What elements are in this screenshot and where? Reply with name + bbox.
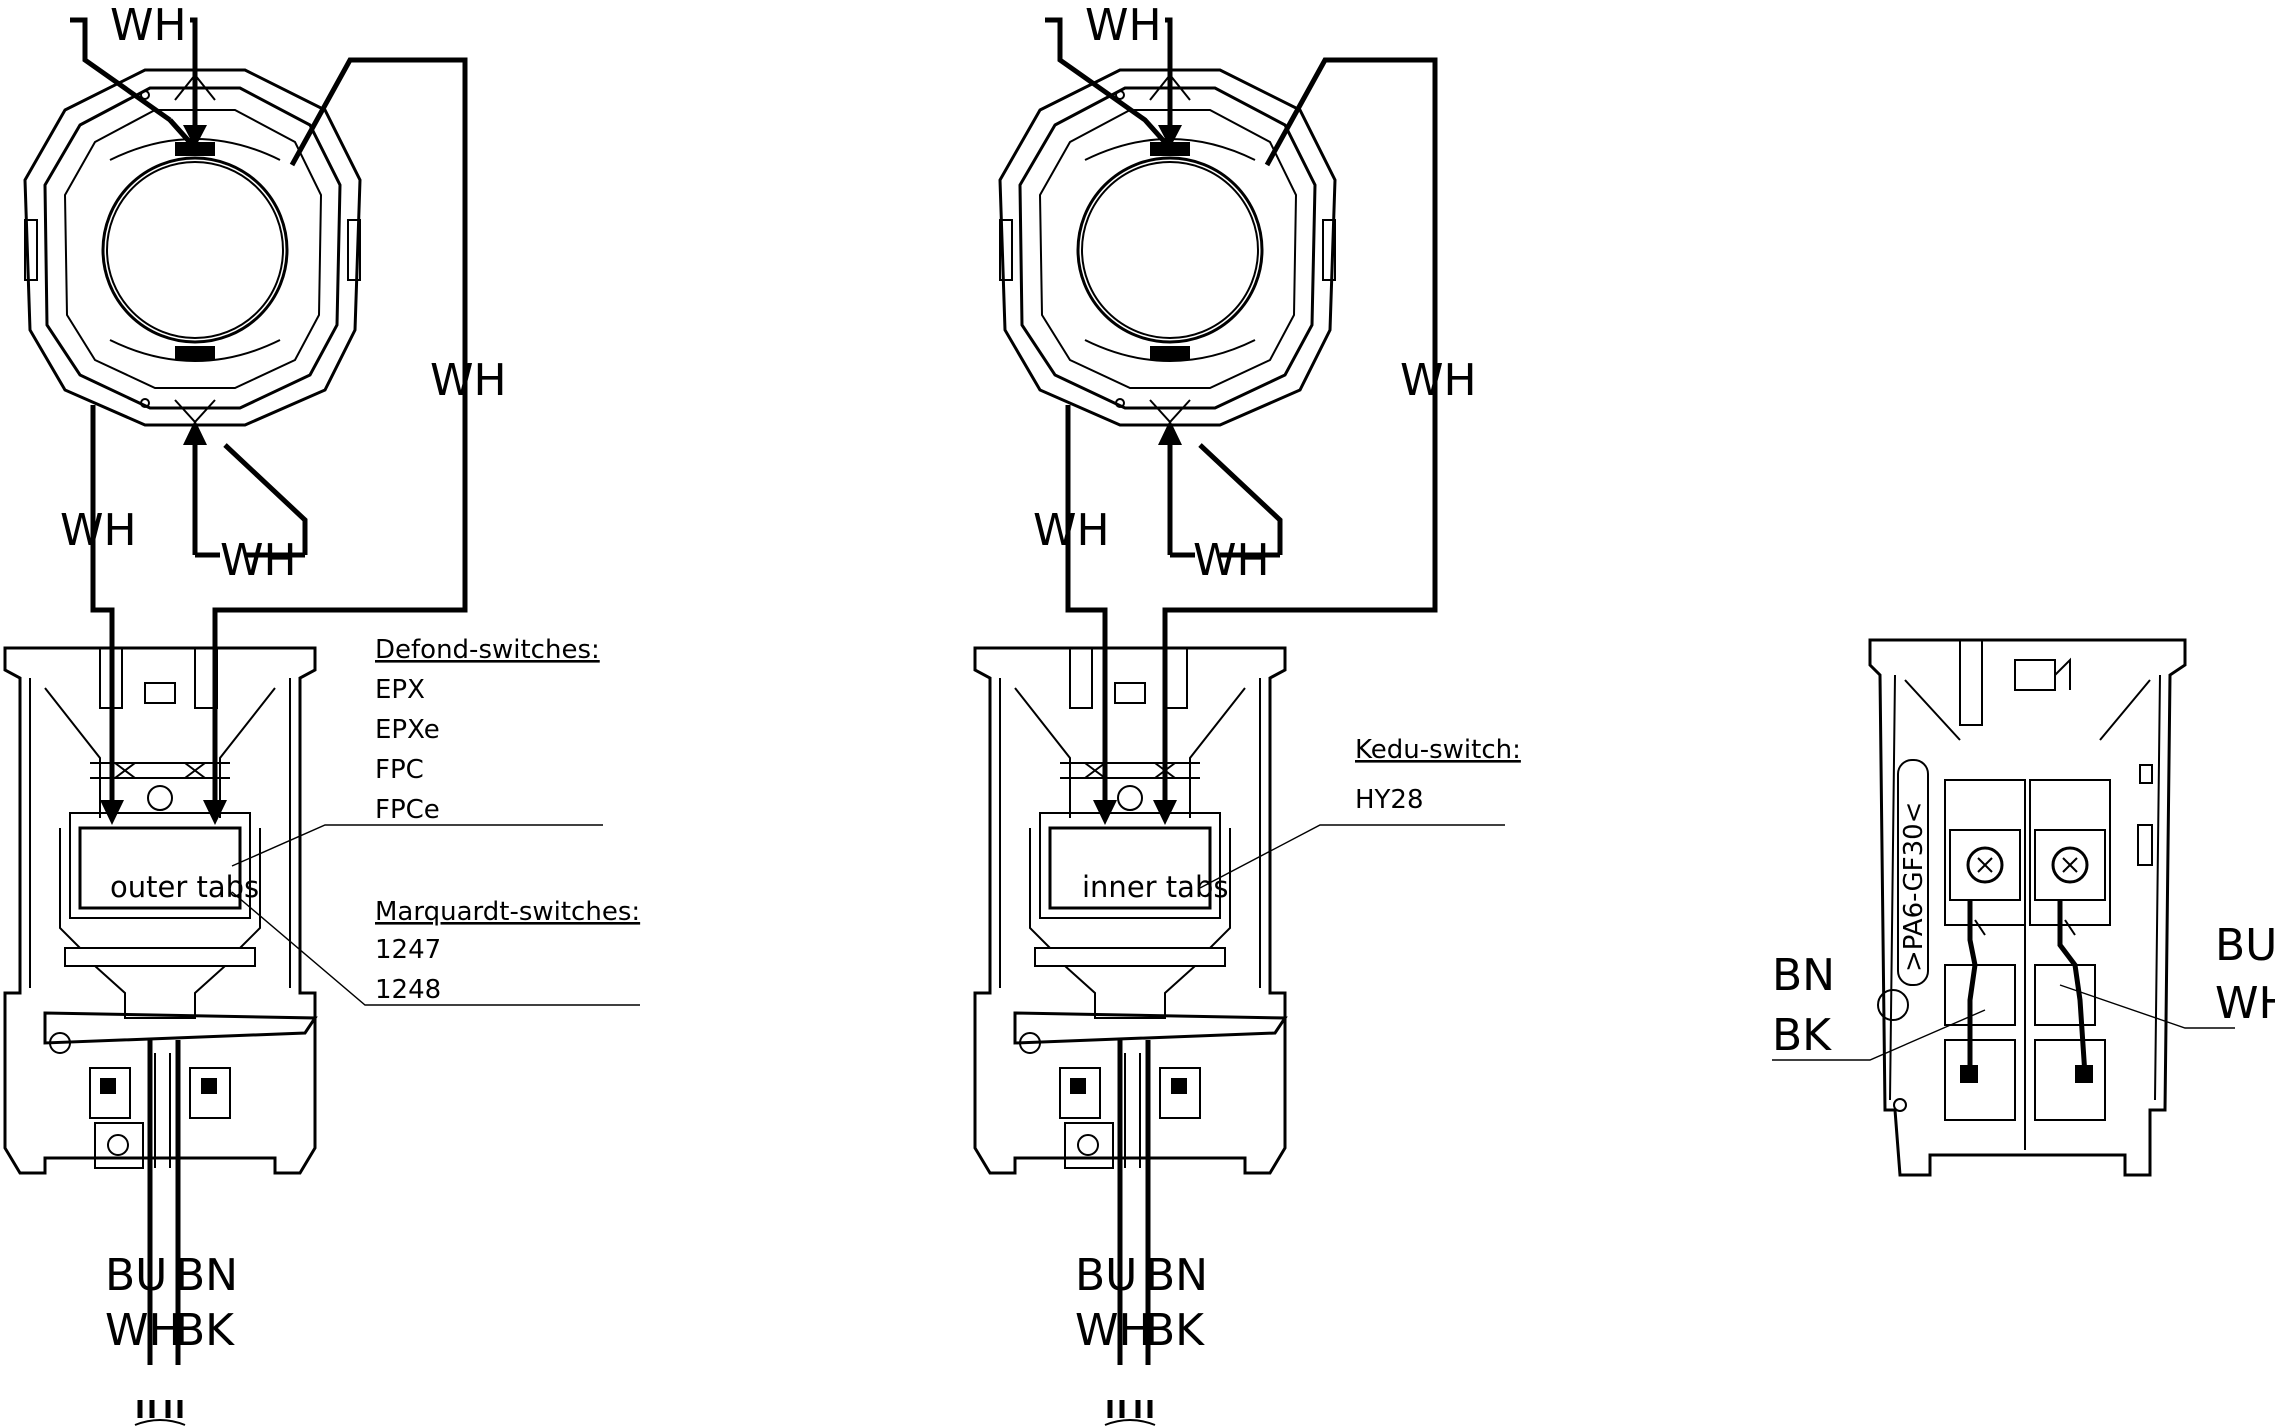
defond-model-2: EPXe (375, 715, 440, 745)
left-wire-top-wh-right (190, 17, 198, 148)
right-wire-left (1967, 900, 1978, 1075)
defond-model-1: EPX (375, 675, 425, 705)
middle-label-bu: BU (1075, 1250, 1137, 1301)
left-switch-housing (3, 646, 317, 1175)
middle-switch-housing (973, 646, 1287, 1175)
right-unit: >PA6-GF30< BN BK BU WH (1772, 638, 2275, 1177)
middle-unit: WH WH WH WH inner tabs Kedu-switch: HY28… (973, 0, 1521, 1426)
marquardt-header: Marquardt-switches: (375, 897, 640, 927)
middle-tab-label: inner tabs (1082, 870, 1228, 904)
middle-label-bn: BN (1145, 1250, 1208, 1301)
left-label-wh-out: WH (105, 1305, 182, 1356)
right-label-wh: WH (2215, 978, 2275, 1029)
left-tab-label: outer tabs (110, 870, 259, 904)
right-housing-marking: >PA6-GF30< (1899, 802, 1929, 972)
middle-label-wh-out: WH (1075, 1305, 1152, 1356)
left-label-bk: BK (175, 1305, 235, 1356)
marquardt-model-2: 1248 (375, 975, 441, 1005)
defond-model-3: FPC (375, 755, 424, 785)
middle-label-wh-right: WH (1400, 355, 1477, 406)
left-unit: WH WH WH WH outer tabs Defond-switches: … (3, 0, 640, 1426)
kedu-model-1: HY28 (1355, 785, 1424, 815)
left-wire-right-wh (212, 57, 468, 820)
defond-header: Defond-switches: (375, 635, 600, 665)
middle-label-wh-top: WH (1085, 0, 1162, 51)
middle-label-bk: BK (1145, 1305, 1205, 1356)
left-label-bu: BU (105, 1250, 167, 1301)
left-label-bn: BN (175, 1250, 238, 1301)
right-label-bn: BN (1772, 950, 1835, 1001)
middle-wire-left-wh (1065, 405, 1108, 820)
marquardt-model-1: 1247 (375, 935, 441, 965)
right-leader-left (1772, 1009, 1986, 1061)
right-leader-right (2059, 984, 2235, 1029)
left-wire-bottom-wh (192, 430, 308, 555)
kedu-header: Kedu-switch: (1355, 735, 1521, 765)
left-label-wh-top: WH (110, 0, 187, 51)
right-label-bk: BK (1772, 1010, 1832, 1061)
middle-wire-right-wh (1162, 57, 1438, 820)
middle-wire-top-wh (1045, 17, 1172, 150)
left-label-wh-right: WH (430, 355, 507, 406)
right-switch-housing (1868, 638, 2187, 1177)
left-wire-left-wh (90, 405, 115, 820)
middle-label-wh-bottom: WH (1193, 535, 1270, 586)
left-label-wh-bottom: WH (220, 535, 297, 586)
middle-label-wh-left: WH (1033, 505, 1110, 556)
right-wire-right (2057, 900, 2088, 1076)
right-label-bu: BU (2215, 920, 2275, 971)
left-label-wh-left: WH (60, 505, 137, 556)
middle-wire-bottom-wh (1167, 430, 1283, 555)
defond-model-4: FPCe (375, 795, 440, 825)
